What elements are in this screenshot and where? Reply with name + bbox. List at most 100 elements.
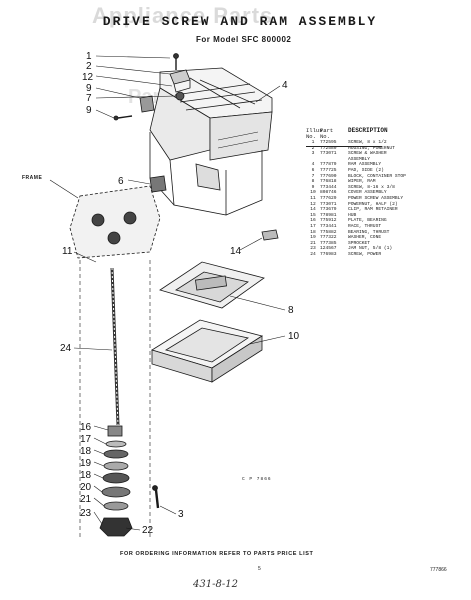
screw-washer-drawing [152,485,160,509]
parts-list-row: 3 773071 SCREW & WASHER [306,151,466,157]
header-part-no: Part No. [320,127,334,140]
parts-list-row: 1 772595 SCREW, 8 x 1/2 [306,140,466,146]
parts-list-row: 19 777322 WASHER, CONE [306,235,466,241]
callout-14: 14 [230,246,242,257]
row-illus-no: 6 [311,167,315,173]
row-part-no: 124567 [320,246,337,252]
row-description: JAM NUT, 5/8 (1) [348,246,393,252]
parts-list-row: 23 124567 JAM NUT, 5/8 (1) [306,246,466,252]
row-part-no: 777879 [320,162,337,168]
callout-24: 24 [60,343,72,354]
ram-clip-drawing [261,229,279,241]
row-part-no: 777629 [320,195,337,201]
row-part-no: 775912 [320,218,337,224]
row-description: SCREW, POWER [348,251,382,257]
cover-assembly-drawing [151,319,263,383]
row-illus-no: 15 [310,212,316,218]
row-description: PAD, SIDE (2) [348,167,384,173]
document-code: 777866 [430,567,447,573]
ram-assembly-drawing [149,67,273,216]
callout-18-lower: 18 [80,470,92,481]
callout-4: 4 [282,80,288,91]
row-part-no: 777322 [320,235,337,241]
row-illus-no: 4 [311,162,315,168]
row-description: WIPER, RAM [348,179,376,185]
row-part-no: 772595 [320,140,337,145]
row-description: SCREW, 8 x 1/2 [348,140,387,145]
row-part-no: 773441 [320,223,337,229]
row-part-no: 777690 [320,173,337,179]
watermark: Appliance Parts [92,3,274,28]
header-description: DESCRIPTION [348,127,388,134]
row-part-no: 775882 [320,229,337,235]
row-illus-no: 9 [311,184,315,190]
model-subtitle: For Model SFC 800002 [196,35,292,44]
callout-19: 19 [80,458,92,469]
row-description: POWERNUT, HALF (2) [348,201,398,207]
row-description: PLATE, BEARING [348,218,387,224]
parts-list-rule [306,146,382,147]
row-illus-no: 11 [310,195,316,201]
row-part-no: 777385 [320,240,337,246]
row-description: HUB [348,212,357,218]
callout-1: 1 [86,51,92,62]
row-part-no: 772580 [320,145,337,151]
row-part-no: 773071 [320,151,337,157]
row-description: SCREW, 8-16 x 3/8 [348,184,395,190]
callout-10: 10 [288,331,300,342]
row-part-no: 808746 [320,190,337,196]
ordering-footer: FOR ORDERING INFORMATION REFER TO PARTS … [120,551,314,557]
callout-16: 16 [80,422,92,433]
callout-11: 11 [62,246,73,257]
page-number: 5 [258,566,261,572]
callout-9-lower: 9 [86,105,92,116]
row-description: WASHER, CONE [348,235,382,241]
diagram-title: DRIVE SCREW AND RAM ASSEMBLY [102,14,378,29]
callout-8: 8 [288,305,294,316]
row-illus-no: 1 [311,140,315,145]
frame-label: FRAME [22,175,43,181]
ram-wiper-drawing [159,261,265,309]
figure-code: C P 7866 [242,477,272,482]
callout-12: 12 [82,72,94,83]
parts-list-row: 17 773441 RACE, THRUST [306,224,466,230]
row-illus-no: 3 [311,151,315,157]
row-description: COVER ASSEMBLY [348,190,387,196]
callout-17: 17 [80,434,92,445]
row-illus-no: 23 [310,246,316,252]
row-description: RAM ASSEMBLY [348,162,382,168]
row-description: RACE, THRUST [348,223,382,229]
row-description: HOUSING, POWERNUT [348,145,395,151]
parts-list-row: ASSEMBLY [306,157,466,163]
row-description: BLOCK, CONTAINER STOP [348,173,406,179]
callout-7: 7 [86,93,92,104]
callout-9: 9 [86,83,92,94]
row-description: SCREW & WASHER [348,151,387,157]
header-illus-no: Illus. No. [306,127,326,140]
row-part-no: 776818 [320,179,337,185]
parts-list-row: 4 777879 RAM ASSEMBLY [306,162,466,168]
row-illus-no: 19 [310,235,316,241]
callout-3: 3 [178,509,184,520]
parts-list-header: Illus. No. Part No. DESCRIPTION [306,128,466,140]
row-illus-no: 18 [310,229,316,235]
handwritten-note: 431-8-12 [193,579,238,590]
callout-2: 2 [86,61,92,72]
row-part-no: 773679 [320,207,337,213]
row-part-no: 776983 [320,251,337,257]
row-description: ASSEMBLY [348,156,371,162]
row-illus-no: 17 [310,223,316,229]
powernut-parts-drawing [113,53,191,121]
